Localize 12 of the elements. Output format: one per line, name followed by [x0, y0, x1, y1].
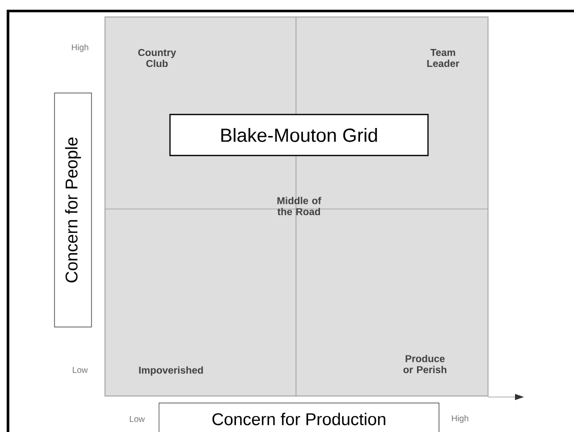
axis-title-box: Concern for Production: [158, 402, 440, 432]
quadrant-label: Team Leader: [427, 49, 460, 67]
axis-title-box: Concern for People: [54, 92, 92, 328]
quadrant-label: Produce or Perish: [403, 354, 446, 374]
quadrant-label: Impoverished: [139, 366, 203, 376]
quadrant-label: Middle of the Road: [277, 196, 322, 216]
tick-label: Low: [130, 416, 145, 422]
quadrant-label: Country Club: [138, 48, 176, 68]
title-box: Blake-Mouton Grid: [169, 114, 429, 156]
tick-label: High: [452, 415, 468, 423]
tick-label: High: [72, 44, 88, 52]
tick-label: Low: [72, 367, 88, 373]
